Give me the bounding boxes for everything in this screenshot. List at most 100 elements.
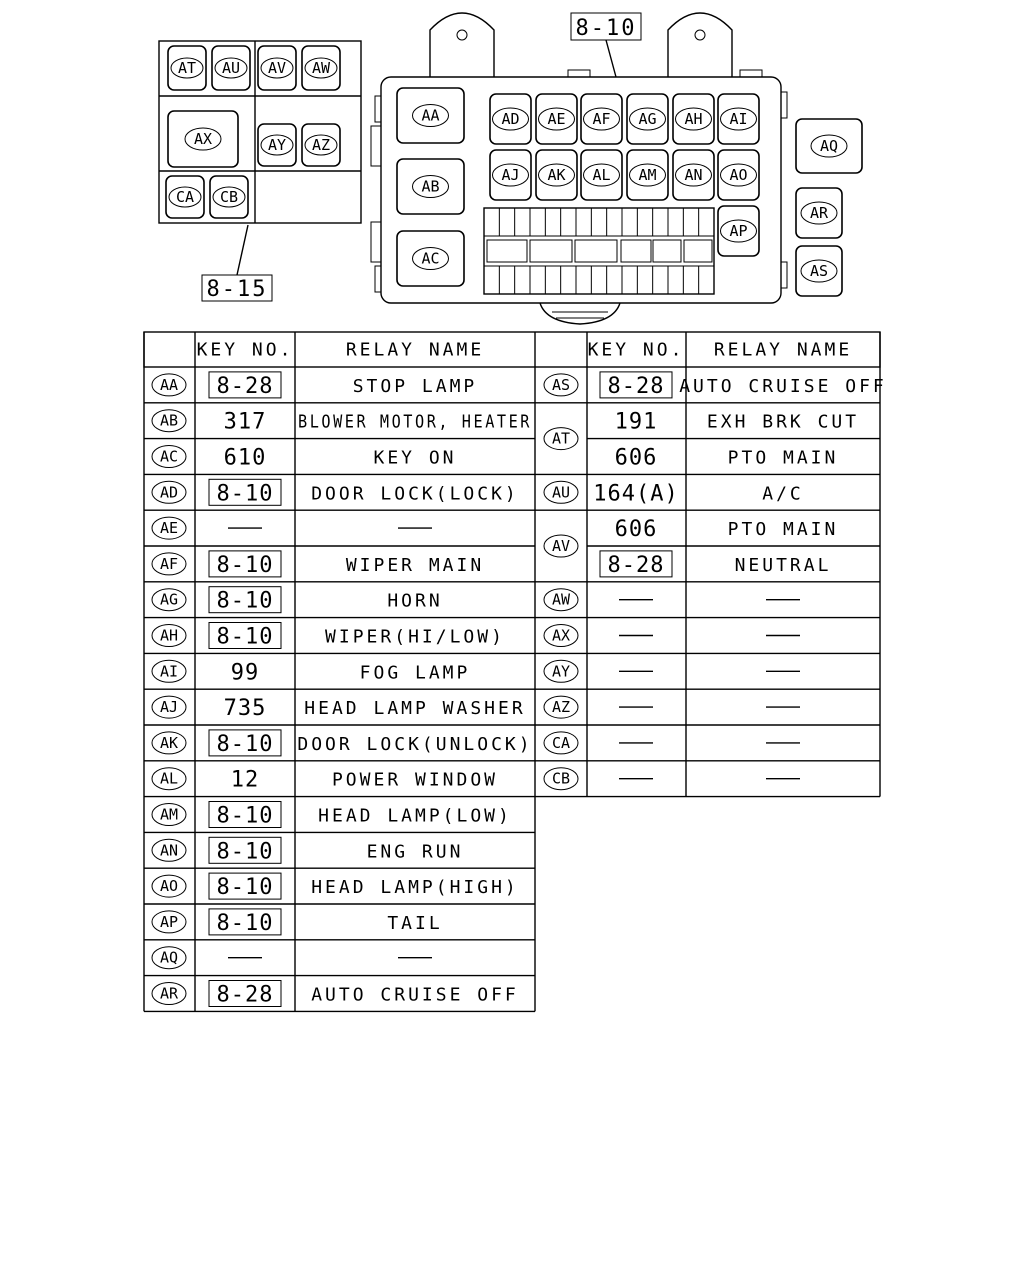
relay-slot-cb: CB (209, 175, 249, 219)
relay-slot-ao: AO (717, 149, 760, 201)
relay-name-value: A/C (762, 483, 804, 504)
key-no-value: 8-10 (217, 911, 274, 936)
relay-ax-label: AX (184, 127, 222, 151)
relay-ab-label: AB (412, 175, 449, 198)
svg-text:AT: AT (552, 430, 570, 448)
table-row-left: AE (151, 516, 432, 540)
key-no-value: 606 (615, 446, 658, 471)
relay-slot-ag: AG (626, 93, 669, 145)
relay-slot-aq: AQ (795, 118, 863, 174)
table-code-ak: AK (151, 731, 187, 755)
svg-text:AC: AC (160, 448, 178, 466)
table-code-ab: AB (151, 409, 187, 433)
relay-slot-am: AM (626, 149, 669, 201)
relay-name-value: AUTO CRUISE OFF (311, 985, 519, 1006)
key-no-value: 8-10 (217, 481, 274, 506)
table-code-ar: AR (151, 982, 187, 1005)
svg-text:AE: AE (160, 519, 178, 537)
relay-ah-label: AH (675, 107, 712, 131)
ref-8-10-callout: 8-10 (570, 12, 642, 41)
relay-ak-label: AK (538, 163, 575, 187)
table-row-left: AQ (151, 946, 432, 970)
fuse-area (483, 207, 715, 295)
relay-az-label: AZ (304, 134, 338, 156)
relay-ca-label: CA (168, 186, 202, 208)
relay-slot-af: AF (580, 93, 623, 145)
table-code-ai: AI (151, 659, 187, 683)
relay-slot-ab: AB (396, 158, 465, 215)
relay-slot-av: AV (257, 45, 297, 91)
svg-text:AO: AO (160, 877, 178, 895)
svg-text:AZ: AZ (312, 136, 330, 154)
svg-text:AB: AB (421, 178, 439, 196)
svg-text:AQ: AQ (160, 949, 178, 967)
relay-slot-aw: AW (301, 45, 341, 91)
svg-text:AH: AH (160, 627, 178, 645)
key-no-value: 8-10 (217, 553, 274, 578)
table-code-ah: AH (151, 624, 187, 647)
svg-text:AD: AD (160, 483, 178, 501)
relay-af-label: AF (583, 107, 620, 131)
table-code-ad: AD (151, 480, 187, 504)
key-no-value: 8-10 (217, 732, 274, 757)
relay-ay-label: AY (260, 134, 294, 156)
svg-text:AT: AT (178, 59, 196, 77)
relay-slot-ar: AR (795, 187, 843, 239)
relay-ao-label: AO (720, 163, 757, 187)
relay-slot-aj: AJ (489, 149, 532, 201)
svg-text:AK: AK (547, 166, 565, 184)
key-no-value: 99 (231, 660, 260, 685)
svg-text:AN: AN (160, 841, 178, 859)
table-code-ca: CA (543, 731, 579, 755)
relay-name-value: FOG LAMP (360, 662, 471, 683)
relay-slot-ad: AD (489, 93, 532, 145)
relay-aa-label: AA (412, 104, 449, 127)
relay-aw-label: AW (304, 57, 338, 79)
svg-text:AD: AD (501, 110, 519, 128)
svg-text:AY: AY (552, 662, 570, 680)
svg-text:AI: AI (729, 110, 747, 128)
svg-text:AM: AM (160, 806, 178, 824)
svg-text:AU: AU (552, 483, 570, 501)
relay-name-value: HORN (387, 591, 442, 612)
key-no-value: 8-28 (608, 553, 665, 578)
relay-cb-label: CB (212, 186, 246, 208)
table-code-aa: AA (151, 373, 187, 397)
key-no-value: 8-28 (217, 983, 274, 1008)
svg-text:AE: AE (547, 110, 565, 128)
svg-text:AB: AB (160, 412, 178, 430)
key-no-value: 12 (231, 768, 260, 793)
svg-text:AJ: AJ (160, 698, 178, 716)
svg-text:CB: CB (552, 770, 570, 788)
svg-text:AW: AW (312, 59, 331, 77)
svg-text:AJ: AJ (501, 166, 519, 184)
key-no-value: 8-10 (217, 839, 274, 864)
relay-an-label: AN (675, 163, 712, 187)
relay-av-label: AV (260, 57, 294, 79)
svg-text:AH: AH (684, 110, 702, 128)
svg-text:AX: AX (552, 627, 570, 645)
table-code-al: AL (151, 767, 187, 791)
relay-name-value: STOP LAMP (353, 376, 478, 397)
relay-slot-au: AU (211, 45, 251, 91)
relay-au-label: AU (214, 57, 248, 79)
table-code-au: AU (543, 480, 579, 504)
relay-am-label: AM (629, 163, 666, 187)
key-no-value: 8-10 (217, 589, 274, 614)
relay-slot-al: AL (580, 149, 623, 201)
relay-ac-label: AC (412, 247, 449, 270)
svg-text:AP: AP (729, 222, 747, 240)
